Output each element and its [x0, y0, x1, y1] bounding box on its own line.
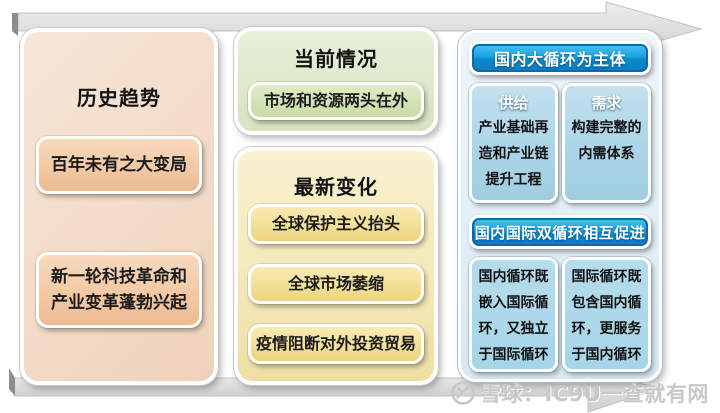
history-panel-title: 历史趋势	[77, 86, 161, 110]
watermark: 雪球：IC9U一查就有网	[450, 379, 709, 407]
international-circulation-box: 国际循环既包含国内循环，更服务于国内循环	[562, 257, 651, 372]
changes-item-3: 疫情阻断对外投资贸易	[248, 324, 424, 364]
latest-changes-panel: 最新变化 全球保护主义抬头 全球市场萎缩 疫情阻断对外投资贸易	[234, 147, 438, 385]
top-arrow-end-cap	[12, 13, 18, 36]
domestic-circulation-box: 国内循环既嵌入国际循环，又独立于国际循环	[469, 257, 558, 372]
current-situation-panel: 当前情况 市场和资源两头在外	[234, 27, 438, 135]
changes-item-2: 全球市场萎缩	[248, 264, 424, 304]
supply-box-title: 供给	[498, 94, 529, 112]
history-item-2: 新一轮科技革命和产业变革蓬勃兴起	[36, 252, 202, 328]
current-situation-item-1: 市场和资源两头在外	[248, 82, 424, 120]
demand-box: 需求 构建完整的内需体系	[562, 83, 651, 203]
dual-circulation-panel: 国内大循环为主体 供给 产业基础再造和产业链提升工程 需求 构建完整的内需体系 …	[458, 30, 662, 382]
latest-changes-title: 最新变化	[294, 175, 378, 199]
history-item-1: 百年未有之大变局	[36, 136, 202, 194]
domestic-circulation-text: 国内循环既嵌入国际循环，又独立于国际循环	[478, 269, 549, 363]
supply-box: 供给 产业基础再造和产业链提升工程	[469, 83, 558, 203]
bottom-arrow-end-cap	[9, 368, 15, 396]
watermark-text: 雪球：IC9U一查就有网	[480, 382, 709, 406]
domestic-circulation-header: 国内大循环为主体	[469, 41, 651, 75]
demand-box-body: 构建完整的内需体系	[571, 120, 642, 162]
changes-item-1: 全球保护主义抬头	[248, 204, 424, 244]
international-circulation-text: 国际循环既包含国内循环，更服务于国内循环	[571, 269, 642, 363]
mutual-promotion-header: 国内国际双循环相互促进	[469, 215, 651, 249]
supply-box-body: 产业基础再造和产业链提升工程	[478, 120, 549, 188]
xueqiu-logo-icon	[451, 381, 475, 405]
demand-box-title: 需求	[591, 94, 622, 112]
current-situation-title: 当前情况	[294, 47, 378, 71]
history-panel: 历史趋势 百年未有之大变局 新一轮科技革命和产业变革蓬勃兴起	[20, 28, 218, 385]
